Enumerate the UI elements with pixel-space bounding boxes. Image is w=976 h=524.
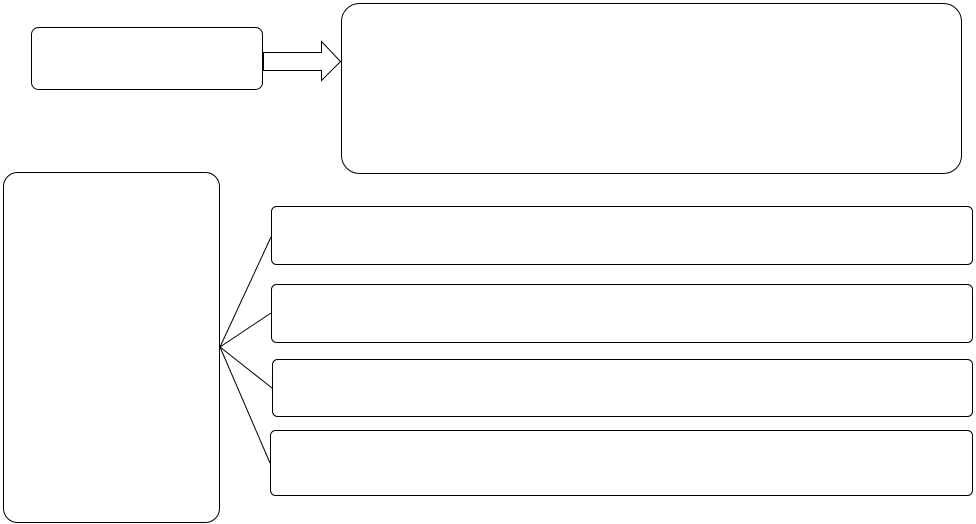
branch-line-1: [219, 236, 272, 348]
branch-line-4: [219, 346, 271, 464]
branch-box-3: [272, 359, 973, 417]
branch-box-1: [271, 206, 973, 265]
left-tall-box: [3, 172, 220, 523]
branch-box-4: [270, 430, 973, 496]
right-block-arrow: [263, 40, 342, 82]
top-right-box: [341, 3, 962, 174]
branch-box-2: [271, 284, 973, 343]
branch-line-2: [219, 312, 272, 348]
top-left-box: [31, 27, 263, 90]
branch-line-3: [219, 346, 273, 389]
